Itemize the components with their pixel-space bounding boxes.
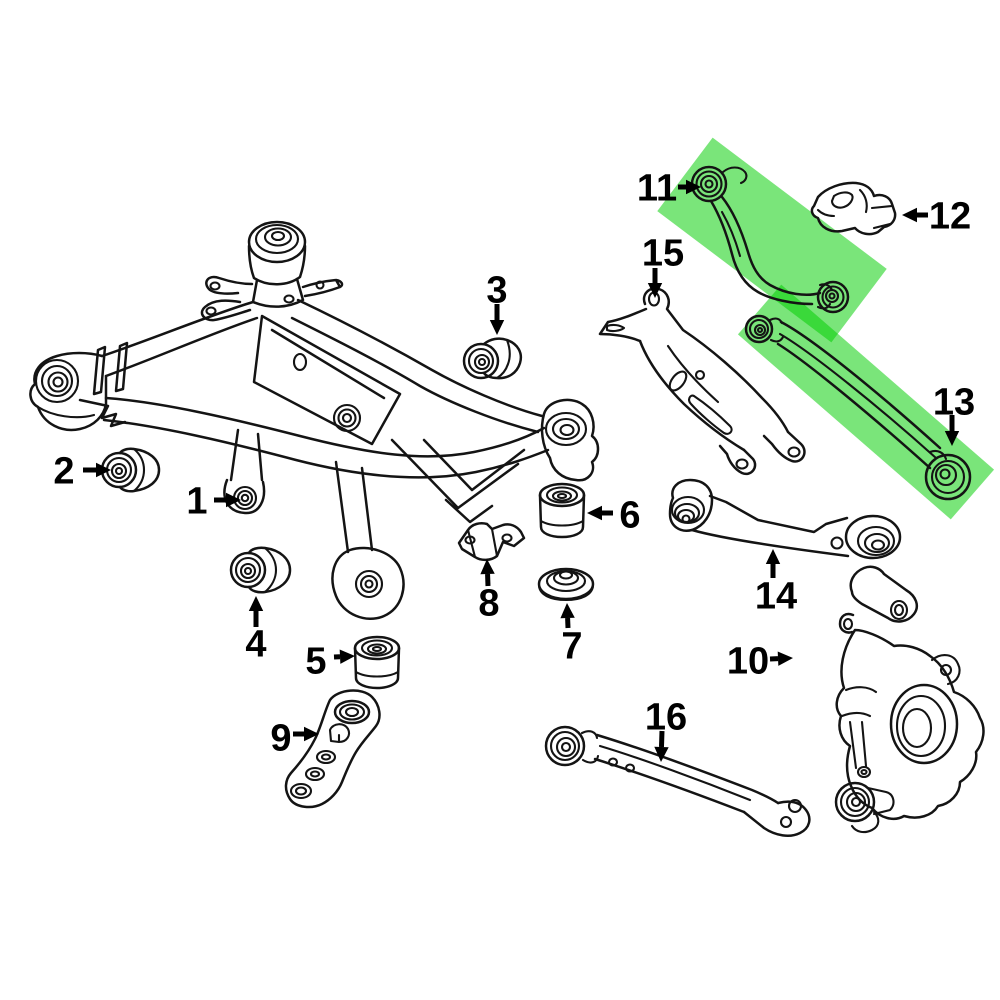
callout-label-10: 10 bbox=[727, 641, 769, 683]
part-13-control-arm bbox=[744, 314, 972, 501]
part-8-bracket bbox=[457, 522, 526, 562]
callout-arrow-head-15 bbox=[647, 283, 663, 298]
callout-arrow-head-2 bbox=[96, 462, 111, 478]
callout-arrow-head-4 bbox=[248, 596, 264, 611]
part-10-knuckle bbox=[834, 565, 985, 834]
part-3-bushing bbox=[462, 337, 523, 380]
callout-14: 14 bbox=[755, 549, 797, 618]
callout-arrow-head-14 bbox=[765, 549, 781, 564]
callout-11: 11 bbox=[637, 168, 701, 210]
diagram-line-art bbox=[29, 165, 985, 837]
callout-arrow-head-13 bbox=[944, 431, 960, 446]
callout-arrow-head-8 bbox=[480, 559, 495, 575]
callout-label-7: 7 bbox=[561, 626, 582, 668]
callout-label-16: 16 bbox=[645, 697, 687, 739]
callout-arrow-head-3 bbox=[489, 320, 505, 335]
part-14-control-arm bbox=[668, 478, 902, 560]
callout-label-15: 15 bbox=[642, 233, 684, 275]
part-9-arm bbox=[284, 689, 381, 809]
callout-7: 7 bbox=[560, 603, 583, 668]
callout-arrow-head-5 bbox=[339, 649, 355, 664]
part-4-bushing bbox=[229, 546, 292, 594]
callout-arrow-head-16 bbox=[654, 746, 669, 762]
callout-13: 13 bbox=[933, 382, 975, 446]
callout-3: 3 bbox=[486, 270, 508, 335]
part-16-trailing-arm bbox=[544, 725, 811, 837]
callout-1: 1 bbox=[186, 481, 241, 523]
part-2-bushing bbox=[100, 447, 161, 493]
callout-15: 15 bbox=[642, 233, 684, 298]
callout-arrow-head-1 bbox=[226, 492, 241, 508]
callout-label-14: 14 bbox=[755, 576, 797, 618]
part-11-upper-control-arm bbox=[690, 165, 850, 314]
callout-label-9: 9 bbox=[270, 718, 291, 760]
callout-arrow-head-7 bbox=[560, 603, 575, 619]
callout-arrow-head-6 bbox=[587, 505, 602, 521]
callout-16: 16 bbox=[645, 697, 687, 762]
callout-12: 12 bbox=[902, 196, 971, 238]
callout-arrow-head-9 bbox=[304, 726, 319, 742]
callout-arrow-head-11 bbox=[686, 179, 701, 195]
callout-label-5: 5 bbox=[305, 641, 326, 683]
part-6-bushing bbox=[538, 482, 586, 539]
callout-4: 4 bbox=[245, 596, 267, 666]
callout-label-6: 6 bbox=[619, 495, 640, 537]
part-subframe-crossmember bbox=[29, 220, 600, 621]
callout-arrow-head-10 bbox=[777, 651, 793, 666]
callout-label-12: 12 bbox=[929, 196, 971, 238]
callout-arrow-head-12 bbox=[902, 207, 917, 223]
callout-label-4: 4 bbox=[245, 624, 266, 666]
callout-label-2: 2 bbox=[53, 451, 74, 493]
callout-label-1: 1 bbox=[186, 481, 207, 523]
callout-5: 5 bbox=[305, 641, 355, 683]
callout-6: 6 bbox=[587, 495, 641, 537]
callout-label-3: 3 bbox=[486, 270, 507, 312]
part-5-bushing bbox=[353, 635, 401, 690]
callout-9: 9 bbox=[270, 718, 319, 760]
callout-10: 10 bbox=[727, 641, 793, 683]
highlight-part-13 bbox=[737, 284, 995, 520]
callout-label-11: 11 bbox=[637, 168, 677, 210]
part-7-damper-cap bbox=[537, 567, 595, 602]
part-12-bracket bbox=[810, 181, 897, 236]
callout-8: 8 bbox=[478, 559, 500, 625]
callout-arrow-shaft-16 bbox=[658, 730, 665, 748]
callout-label-8: 8 bbox=[478, 583, 499, 625]
callout-2: 2 bbox=[53, 451, 111, 493]
